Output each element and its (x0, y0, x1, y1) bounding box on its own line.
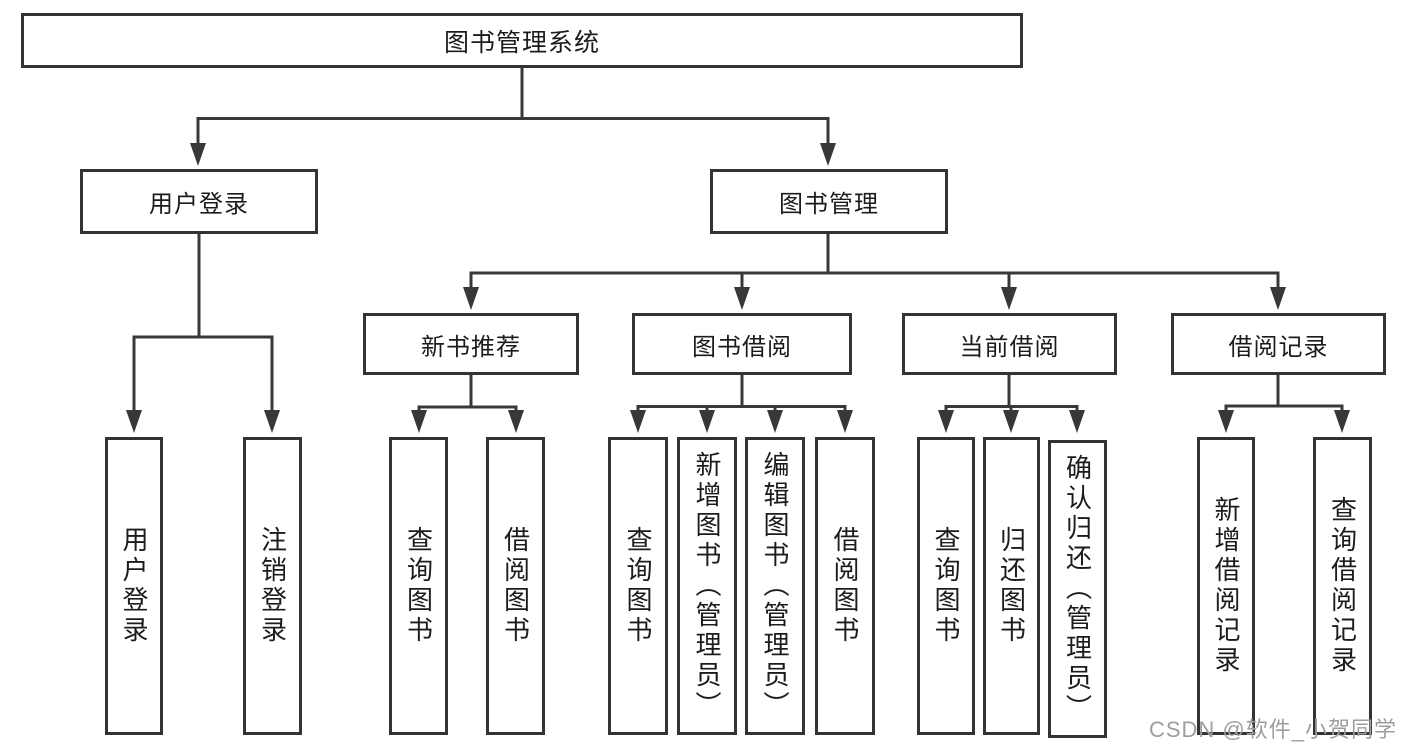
leaf-borrow-borrow-books-label: 借阅图书 (830, 526, 860, 646)
leaf-user-login: 用户登录 (105, 437, 163, 735)
leaf-logout: 注销登录 (243, 437, 302, 735)
leaf-records-query-record: 查询借阅记录 (1313, 437, 1372, 735)
leaf-borrow-edit-books-admin-label: 编辑图书（管理员） (760, 451, 790, 721)
leaf-current-query-books: 查询图书 (917, 437, 975, 735)
node-borrow-records-label: 借阅记录 (1228, 333, 1329, 361)
node-user-login: 用户登录 (80, 169, 318, 234)
leaf-newbook-query-books-label: 查询图书 (403, 526, 434, 646)
leaf-logout-label: 注销登录 (257, 526, 288, 646)
node-current-borrow-label: 当前借阅 (959, 333, 1060, 361)
leaf-current-return-books: 归还图书 (983, 437, 1040, 735)
leaf-records-add-record: 新增借阅记录 (1197, 437, 1255, 735)
leaf-current-confirm-return-admin-label: 确认归还（管理员） (1062, 454, 1093, 724)
leaf-newbook-borrow-books-label: 借阅图书 (500, 526, 531, 646)
node-new-book-recommend: 新书推荐 (363, 313, 579, 375)
leaf-borrow-query-books: 查询图书 (608, 437, 668, 735)
node-root-label: 图书管理系统 (443, 28, 600, 57)
leaf-current-query-books-label: 查询图书 (931, 526, 961, 646)
arrowheads (126, 143, 1350, 433)
leaf-records-add-record-label: 新增借阅记录 (1211, 496, 1241, 676)
leaf-user-login-label: 用户登录 (119, 526, 149, 646)
node-book-borrow-label: 图书借阅 (692, 333, 792, 361)
leaf-current-confirm-return-admin: 确认归还（管理员） (1048, 440, 1107, 738)
leaf-borrow-add-books-admin-label: 新增图书（管理员） (692, 451, 722, 721)
leaf-newbook-query-books: 查询图书 (389, 437, 448, 735)
leaf-newbook-borrow-books: 借阅图书 (486, 437, 545, 735)
leaf-borrow-borrow-books: 借阅图书 (815, 437, 875, 735)
leaf-borrow-edit-books-admin: 编辑图书（管理员） (745, 437, 805, 735)
watermark: CSDN @软件_小贺同学 (1148, 717, 1397, 742)
leaf-borrow-query-books-label: 查询图书 (623, 526, 653, 646)
node-book-management: 图书管理 (710, 169, 948, 234)
leaf-records-query-record-label: 查询借阅记录 (1327, 496, 1358, 676)
node-book-borrow: 图书借阅 (632, 313, 852, 375)
node-root-system: 图书管理系统 (21, 13, 1023, 68)
leaf-current-return-books-label: 归还图书 (996, 526, 1027, 646)
node-borrow-records: 借阅记录 (1171, 313, 1386, 375)
leaf-borrow-add-books-admin: 新增图书（管理员） (677, 437, 737, 735)
node-current-borrow: 当前借阅 (902, 313, 1117, 375)
node-book-management-label: 图书管理 (779, 191, 879, 218)
node-new-book-recommend-label: 新书推荐 (421, 333, 521, 361)
node-user-login-label: 用户登录 (149, 191, 249, 218)
